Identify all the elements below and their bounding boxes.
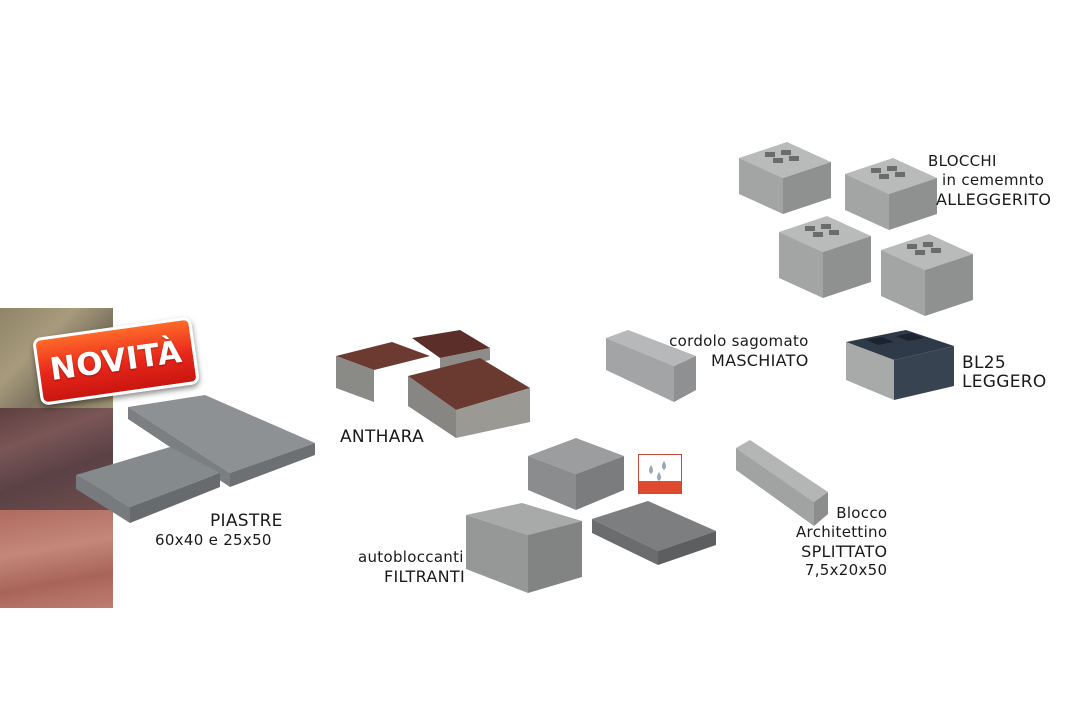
label-cordolo: cordolo sagomato MASCHIATO bbox=[663, 332, 809, 370]
label-bl25-line1: BL25 bbox=[962, 353, 1006, 373]
label-piastre-line2: 60x40 e 25x50 bbox=[155, 531, 272, 549]
label-autobloccanti: autobloccanti FILTRANTI bbox=[358, 548, 465, 586]
label-cordolo-line1: cordolo sagomato bbox=[669, 332, 809, 350]
filtranti-block-small-image bbox=[528, 438, 624, 510]
label-bl25-line2: LEGGERO bbox=[962, 372, 1047, 392]
label-blocchi-line2: in cememnto bbox=[942, 171, 1045, 189]
label-autobloccanti-line2: FILTRANTI bbox=[384, 567, 465, 586]
label-cordolo-line2: MASCHIATO bbox=[711, 351, 809, 370]
anthara-pavers-image bbox=[336, 330, 530, 438]
label-blocchi: BLOCCHI in cememnto ALLEGGERITO bbox=[928, 152, 1051, 209]
blocchi-alleggerito-image bbox=[739, 142, 973, 316]
label-blocco: Blocco Architettino SPLITTATO 7,5x20x50 bbox=[782, 504, 887, 580]
label-blocco-line4: 7,5x20x50 bbox=[804, 561, 888, 579]
swatch-terracotta bbox=[0, 510, 113, 608]
filtranti-blocks-image bbox=[466, 501, 716, 593]
label-piastre: PIASTRE 60x40 e 25x50 bbox=[155, 512, 283, 550]
label-autobloccanti-line1: autobloccanti bbox=[358, 548, 464, 566]
label-anthara: ANTHARA bbox=[340, 428, 424, 447]
label-blocco-line3: SPLITTATO bbox=[801, 542, 888, 561]
water-drops-icon bbox=[638, 454, 682, 494]
cordolo-kerb-image bbox=[606, 330, 696, 402]
piastre-slabs-image bbox=[76, 395, 315, 523]
label-blocco-line2: Architettino bbox=[796, 523, 888, 541]
label-blocchi-line1: BLOCCHI bbox=[928, 152, 997, 170]
label-bl25: BL25 LEGGERO bbox=[962, 354, 1047, 392]
label-anthara-line1: ANTHARA bbox=[340, 427, 424, 447]
blocco-architettino-image bbox=[736, 440, 828, 526]
label-blocco-line1: Blocco bbox=[836, 504, 888, 522]
label-blocchi-line3: ALLEGGERITO bbox=[936, 190, 1052, 209]
bl25-block-image bbox=[846, 330, 954, 400]
label-piastre-line1: PIASTRE bbox=[210, 511, 283, 531]
